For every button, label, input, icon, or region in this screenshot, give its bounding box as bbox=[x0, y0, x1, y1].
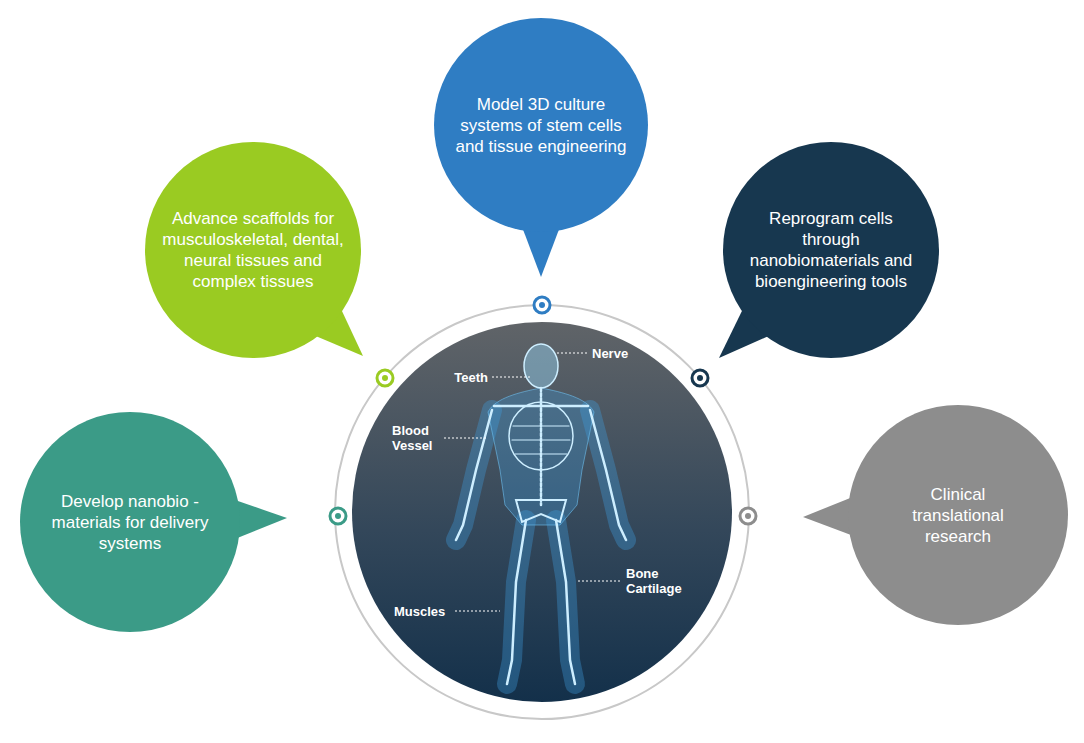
dot-center bbox=[745, 513, 751, 519]
ring-dot bbox=[330, 508, 346, 524]
bubble-circle bbox=[723, 142, 939, 358]
outer-ring bbox=[335, 305, 749, 719]
leader-line bbox=[444, 438, 488, 439]
dot-center bbox=[539, 302, 545, 308]
skeleton bbox=[456, 388, 626, 684]
clavicle bbox=[494, 405, 588, 408]
speech-bubble: Clinical translational research bbox=[848, 405, 1068, 625]
pelvis bbox=[516, 500, 566, 522]
arm-glow bbox=[590, 410, 626, 540]
leader-lines bbox=[444, 353, 622, 611]
bubble-circle bbox=[145, 142, 361, 358]
ring-dot bbox=[692, 370, 708, 386]
leg-bone bbox=[556, 520, 575, 684]
bubble-text: Model 3D culture systems of stem cells a… bbox=[451, 94, 631, 157]
bubble-text-box: Develop nanobio -materials for delivery … bbox=[45, 491, 215, 554]
speech-bubble: Advance scaffolds for musculoskeletal, d… bbox=[145, 142, 361, 358]
ribcage bbox=[509, 402, 573, 470]
ring-dot bbox=[377, 370, 393, 386]
torso bbox=[488, 388, 594, 525]
bubble-circle bbox=[20, 412, 240, 632]
speech-bubble: Model 3D culture systems of stem cells a… bbox=[434, 18, 648, 232]
leader-line bbox=[455, 611, 500, 612]
dot-center bbox=[335, 513, 341, 519]
bubble-shape bbox=[145, 142, 361, 358]
speech-bubble: Develop nanobio -materials for delivery … bbox=[20, 412, 240, 632]
bubble-text-box: Model 3D culture systems of stem cells a… bbox=[451, 94, 631, 157]
bubble-text: Develop nanobio -materials for delivery … bbox=[45, 491, 215, 554]
part-label: Teeth bbox=[436, 370, 488, 385]
ring-dots bbox=[330, 297, 756, 524]
part-label: Nerve bbox=[592, 346, 672, 361]
bubble-text-box: Advance scaffolds for musculoskeletal, d… bbox=[158, 208, 348, 292]
leg-glow bbox=[556, 520, 575, 684]
bubble-text-box: Reprogram cells through nanobiomaterials… bbox=[746, 208, 916, 292]
human-body bbox=[456, 344, 626, 684]
skull bbox=[524, 344, 558, 388]
bubble-circle bbox=[848, 405, 1068, 625]
part-label: Blood Vessel bbox=[392, 423, 447, 453]
leg-glow bbox=[507, 520, 526, 684]
ring-dot bbox=[534, 297, 550, 313]
dot-center bbox=[382, 375, 388, 381]
bubble-text: Clinical translational research bbox=[883, 484, 1033, 547]
leader-line bbox=[578, 581, 622, 582]
bubble-text-box: Clinical translational research bbox=[883, 484, 1033, 547]
leader-line bbox=[557, 353, 588, 354]
leg-bone bbox=[507, 520, 526, 684]
ribs bbox=[512, 426, 570, 454]
bubble-circle bbox=[434, 18, 648, 232]
ring-dot bbox=[740, 508, 756, 524]
arm-bone bbox=[590, 410, 626, 540]
arm-bone bbox=[456, 410, 492, 540]
center-disc bbox=[352, 322, 732, 702]
bubble-text: Reprogram cells through nanobiomaterials… bbox=[746, 208, 916, 292]
speech-bubble: Reprogram cells through nanobiomaterials… bbox=[723, 142, 939, 358]
arm-glow bbox=[456, 410, 492, 540]
part-label: Bone Cartilage bbox=[626, 566, 698, 596]
bubble-text: Advance scaffolds for musculoskeletal, d… bbox=[158, 208, 348, 292]
ring-dot-centers bbox=[335, 302, 751, 519]
part-label: Muscles bbox=[394, 604, 454, 619]
bubble-shape bbox=[723, 142, 939, 358]
leader-line bbox=[492, 377, 530, 378]
dot-center bbox=[697, 375, 703, 381]
